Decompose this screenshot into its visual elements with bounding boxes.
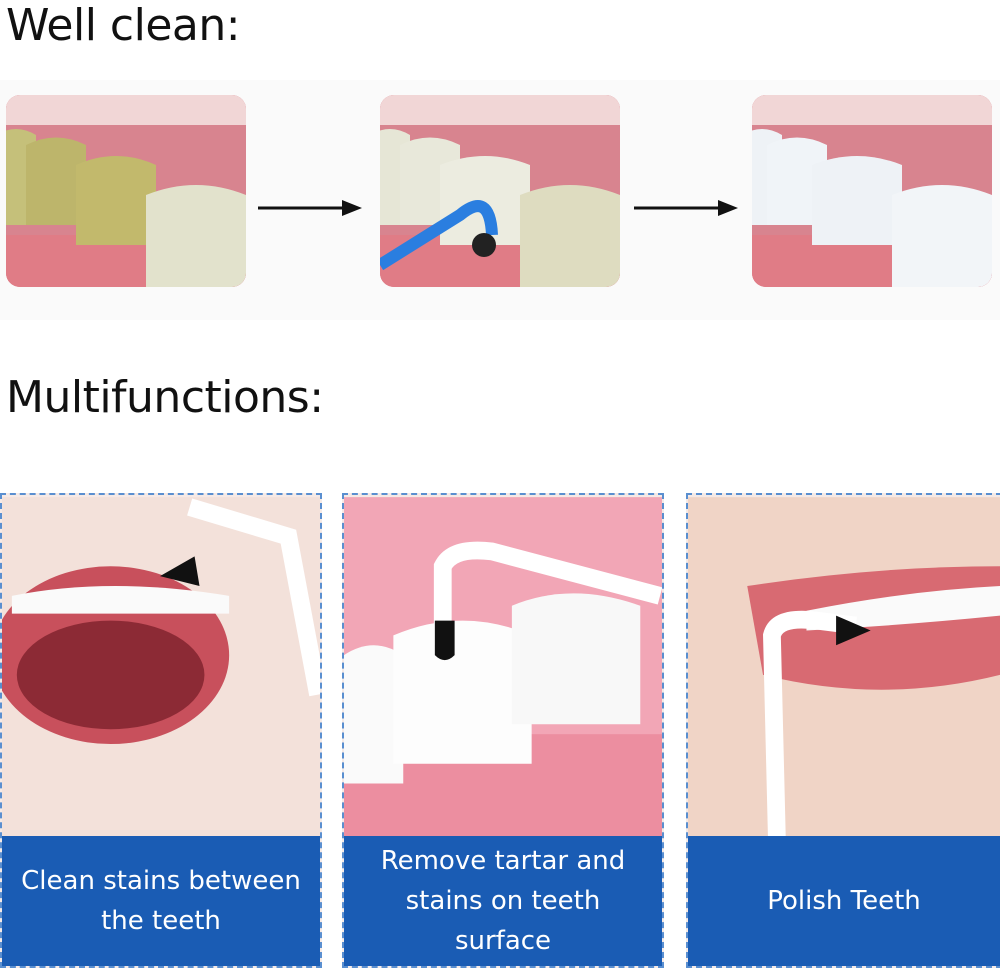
well-clean-heading: Well clean: (6, 0, 241, 51)
caption-polish: Polish Teeth (688, 836, 1000, 966)
function-panel-polish: Polish Teeth (686, 493, 1000, 968)
function-panel-remove-tartar: Remove tartar and stains on teeth surfac… (342, 493, 664, 968)
multifunctions-heading: Multifunctions: (6, 372, 324, 423)
cleaning-teeth-image (380, 95, 620, 287)
caption-clean-between: Clean stains between the teeth (2, 836, 320, 966)
function-panel-clean-between: Clean stains between the teeth (0, 493, 322, 968)
arrow-right-icon (258, 200, 362, 216)
clean-teeth-image (752, 95, 992, 287)
stained-teeth-image (6, 95, 246, 287)
caption-remove-tartar: Remove tartar and stains on teeth surfac… (344, 836, 662, 966)
arrow-right-icon (634, 200, 738, 216)
